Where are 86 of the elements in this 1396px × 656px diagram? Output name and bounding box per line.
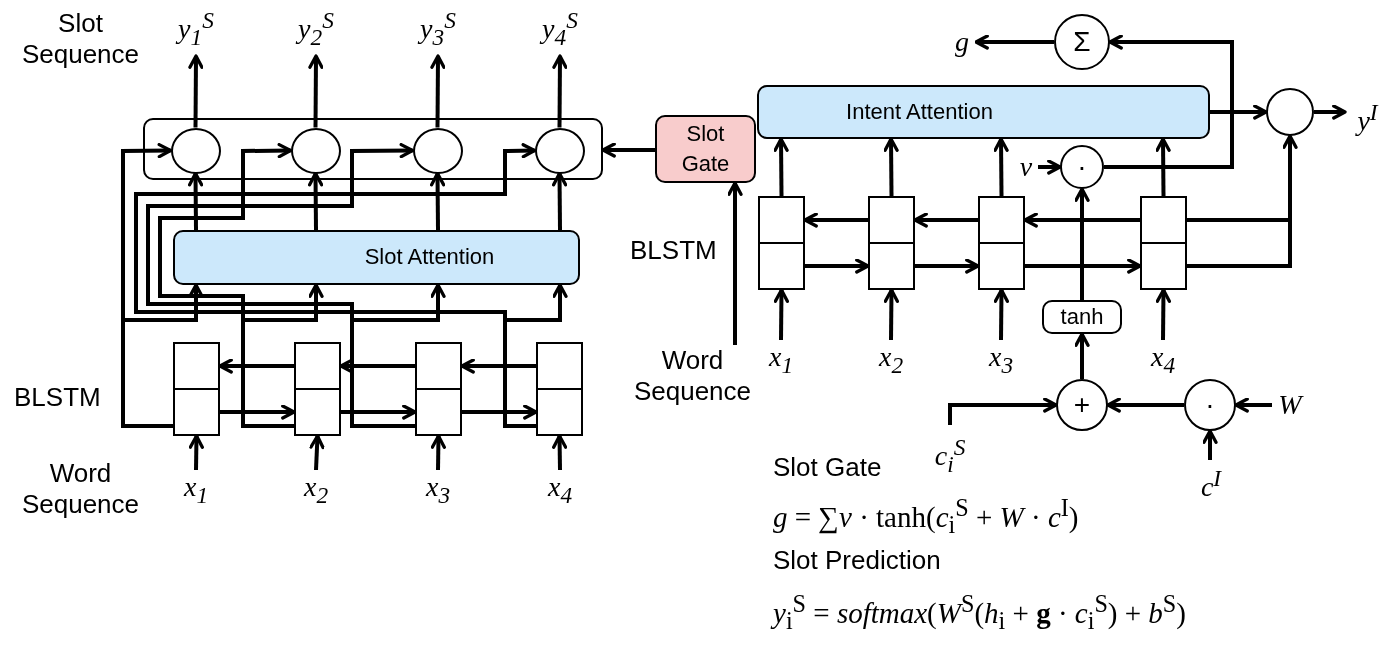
lstm-cell <box>758 196 805 290</box>
math-label: c$^{I}$ <box>1193 460 1229 496</box>
input-label: x$_{4}$ <box>538 470 582 504</box>
arrow <box>883 288 900 341</box>
text-label: BLSTM <box>630 235 717 267</box>
tanh-box: tanh <box>1042 300 1122 334</box>
arrow <box>308 54 324 128</box>
arrow <box>551 171 568 231</box>
math-label: g <box>948 22 976 62</box>
input-label: x$_{1}$ <box>759 340 803 374</box>
arrow <box>430 434 446 471</box>
arrow <box>1185 134 1298 268</box>
arrow <box>462 404 538 420</box>
arrow <box>974 34 1054 50</box>
arrow <box>1025 258 1142 274</box>
attention-box: Slot Attention <box>173 230 580 285</box>
arrow <box>1155 137 1171 197</box>
lstm-cell <box>978 196 1025 290</box>
arrow <box>803 212 868 228</box>
arrow <box>552 54 568 128</box>
arrow <box>1106 397 1184 413</box>
math-label: W <box>1272 388 1308 422</box>
arrow <box>1104 34 1234 169</box>
gate-box: Slot Gate <box>655 115 756 183</box>
lstm-cell <box>868 196 915 290</box>
arrow <box>460 358 536 374</box>
arrow <box>1155 288 1172 341</box>
arrow <box>429 171 446 231</box>
input-label: x$_{2}$ <box>869 340 913 374</box>
heading-text: Slot Prediction <box>773 545 941 577</box>
arrow <box>552 434 568 471</box>
text-label: Slot Sequence <box>20 8 141 71</box>
operator-circle: · <box>1184 379 1236 431</box>
heading-text: Slot Gate <box>773 452 882 484</box>
arrow <box>913 212 978 228</box>
arrow <box>1210 104 1268 120</box>
arrow <box>805 258 870 274</box>
arrow <box>1074 187 1090 300</box>
arrow <box>158 142 294 428</box>
lstm-cell <box>1140 196 1187 290</box>
arrow <box>601 142 655 158</box>
arrow <box>1202 429 1218 460</box>
arrow <box>993 137 1009 196</box>
input-label: x$_{4}$ <box>1141 340 1185 374</box>
formula-text: g = ∑v · tanh(c$_{i}$$^{S}$ + W · c$^{I}$) <box>773 494 1079 540</box>
input-label: x$_{3}$ <box>416 470 460 504</box>
lstm-cell <box>173 342 220 436</box>
arrow <box>1074 332 1090 379</box>
input-label: x$_{1}$ <box>174 470 218 504</box>
sum-circle: Σ <box>1054 14 1110 70</box>
output-layer-box <box>143 118 603 180</box>
arrow <box>915 258 980 274</box>
input-label: x$_{2}$ <box>294 470 338 504</box>
lstm-cell <box>294 342 341 436</box>
arrow <box>309 434 325 471</box>
arrow <box>773 288 790 341</box>
arrow <box>188 54 204 128</box>
input-label: x$_{3}$ <box>979 340 1023 374</box>
arrow <box>188 434 204 471</box>
text-label: Word Sequence <box>20 458 141 521</box>
arrow <box>307 171 324 231</box>
operator-circle: · <box>1060 145 1104 189</box>
math-label: v <box>1014 150 1038 184</box>
arrow <box>121 142 173 428</box>
arrow <box>1038 159 1062 175</box>
text-label: BLSTM <box>14 382 101 414</box>
arrow <box>187 171 204 231</box>
attention-box: Intent Attention <box>757 85 1210 139</box>
arrow <box>341 404 417 420</box>
arrow <box>993 288 1010 341</box>
lstm-cell <box>415 342 462 436</box>
arrow <box>727 181 743 345</box>
arrow <box>773 137 789 196</box>
arrow <box>1234 397 1272 413</box>
arrow <box>948 397 1058 425</box>
arrow <box>1314 104 1347 120</box>
output-node-circle <box>1266 88 1314 136</box>
arrow <box>220 404 296 420</box>
arrow <box>1023 212 1140 228</box>
operator-circle: + <box>1056 379 1108 431</box>
arrow <box>218 358 294 374</box>
arrow <box>339 358 415 374</box>
text-label: Word Sequence <box>625 345 760 420</box>
arrow <box>430 54 446 128</box>
lstm-cell <box>536 342 583 436</box>
arrow <box>883 137 899 196</box>
